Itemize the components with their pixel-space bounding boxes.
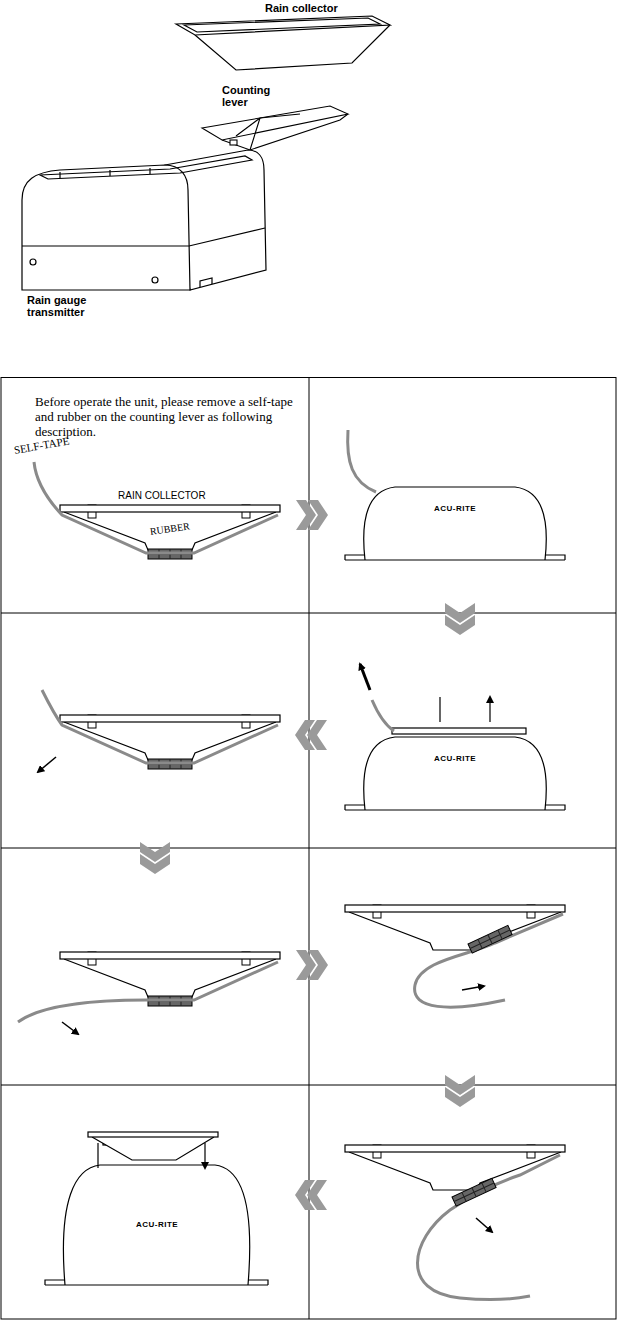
logo-text: ACU-RITE <box>420 754 490 763</box>
part-label: Rain collector <box>265 2 338 14</box>
part-label: RAIN COLLECTOR <box>118 490 206 501</box>
part-label: RUBBER <box>149 520 190 536</box>
logo-text: ACU-RITE <box>420 504 490 513</box>
instruction-note: Before operate the unit, please remove a… <box>35 394 297 439</box>
logo-text: ACU-RITE <box>122 1220 192 1229</box>
part-label: Rain gauge transmitter <box>27 294 109 318</box>
part-label: Counting lever <box>222 84 282 108</box>
